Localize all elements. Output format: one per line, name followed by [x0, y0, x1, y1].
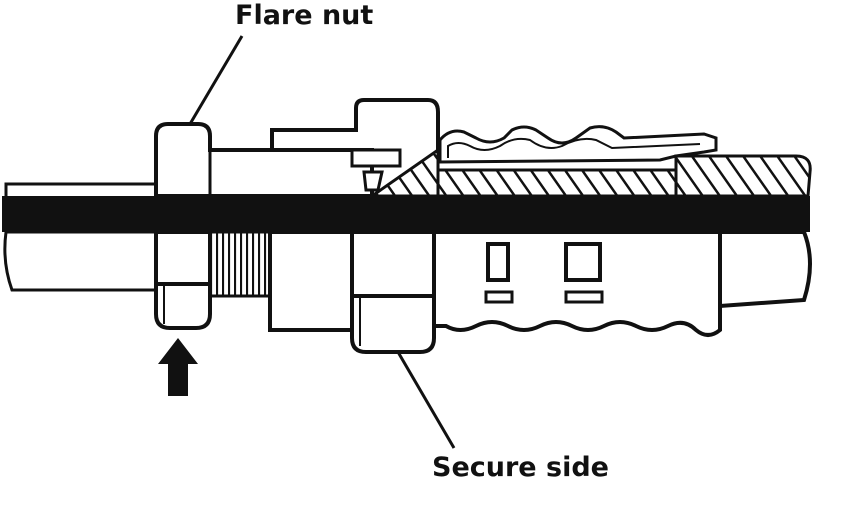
leader-line-flare-nut	[188, 35, 244, 125]
arrow-up-icon	[158, 338, 198, 396]
flare-nut-label: Flare nut	[235, 0, 374, 31]
crimped-sleeve	[432, 230, 722, 337]
threaded-section	[208, 230, 272, 298]
secure-side-nut	[268, 230, 436, 354]
secure-side-label: Secure side	[432, 452, 609, 483]
cone-seat-hatched	[367, 147, 724, 198]
flare-nut-upper	[154, 122, 374, 198]
hose-outer-wall	[438, 125, 718, 164]
leader-lines	[188, 35, 456, 449]
hose-hatched-end	[674, 154, 812, 198]
tube-centerline-band	[2, 196, 810, 232]
right-hose	[718, 230, 812, 309]
flare-nut-lower	[154, 230, 212, 330]
leader-line-secure-side	[396, 351, 456, 449]
